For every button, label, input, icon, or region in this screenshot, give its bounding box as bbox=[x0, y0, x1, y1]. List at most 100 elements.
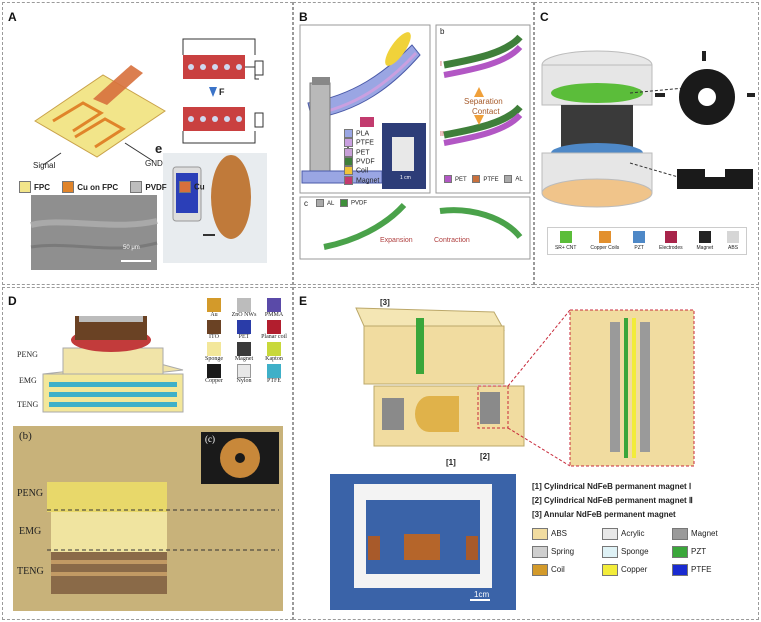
legend-label: PET bbox=[455, 176, 467, 183]
legend-label: PTFE bbox=[266, 378, 281, 384]
legend-label: PTFE bbox=[356, 139, 374, 147]
legend-label: ITO bbox=[209, 334, 219, 340]
roman-1-label: I bbox=[440, 61, 442, 68]
legend-item: PZT bbox=[633, 231, 646, 251]
legend-label: Planar coil bbox=[261, 334, 287, 340]
legend-swatch bbox=[207, 298, 221, 312]
legend-item: Coil bbox=[532, 564, 602, 576]
sub-b-label: (b) bbox=[19, 430, 32, 442]
legend-swatch bbox=[267, 298, 281, 312]
legend-swatch bbox=[237, 298, 251, 312]
sub-e-label: e bbox=[155, 141, 163, 156]
legend-label: Au bbox=[210, 312, 218, 318]
panel-b-illustration bbox=[299, 24, 531, 260]
legend-swatch bbox=[698, 231, 711, 243]
legend-item: Magnet bbox=[672, 528, 742, 540]
legend-item: Nylon bbox=[229, 364, 259, 384]
legend-label: PVDF bbox=[351, 200, 368, 207]
legend-label: PZT bbox=[634, 245, 644, 251]
legend-label: PMMA bbox=[264, 312, 284, 318]
legend-label: Copper bbox=[205, 378, 223, 384]
legend-item: SR+ CNT bbox=[554, 231, 577, 251]
legend-label: AL bbox=[515, 176, 523, 183]
note-3: [3] Annular NdFeB permanent magnet bbox=[532, 510, 676, 519]
sub-b-label: b bbox=[440, 27, 445, 36]
legend-swatch bbox=[598, 231, 611, 243]
legend-swatch bbox=[444, 175, 452, 183]
legend-item: Copper bbox=[199, 364, 229, 384]
legend-swatch bbox=[344, 157, 353, 167]
legend-swatch bbox=[532, 564, 548, 576]
panel-d-legend: Au ZnO NWs PMMA ITO PET Planar coil Spon… bbox=[199, 298, 291, 384]
note-1: [1] Cylindrical NdFeB permanent magnet Ⅰ bbox=[532, 482, 692, 491]
legend-item: PTFE bbox=[259, 364, 289, 384]
legend-label: Magnet bbox=[234, 356, 254, 362]
legend-item: Au bbox=[199, 298, 229, 318]
legend-item: ABS bbox=[727, 231, 740, 251]
panel-b-label: B bbox=[299, 10, 308, 24]
legend-swatch bbox=[237, 342, 251, 356]
panel-a-sensor-illustration bbox=[30, 38, 267, 270]
callout-2: [2] bbox=[480, 452, 490, 461]
legend-label: Cu on FPC bbox=[77, 182, 119, 192]
legend-swatch bbox=[633, 231, 646, 243]
legend-swatch bbox=[532, 528, 548, 540]
sub-c-label: (c) bbox=[205, 434, 215, 444]
legend-swatch bbox=[532, 546, 548, 558]
panel-d-illustration bbox=[13, 316, 283, 611]
panel-b: B PLA PTFE PET PVDF Coil Magnet 1 cm b bbox=[293, 2, 534, 285]
legend-label: PTFE bbox=[483, 176, 499, 183]
legend-label: Sponge bbox=[205, 356, 223, 362]
legend-label: Magnet bbox=[356, 177, 380, 185]
legend-label: Copper bbox=[621, 565, 648, 575]
photo-label-peng: PENG bbox=[17, 488, 44, 499]
legend-swatch bbox=[344, 166, 353, 176]
legend-label: PVDF bbox=[145, 182, 167, 192]
legend-label: Kapton bbox=[265, 356, 283, 362]
legend-swatch bbox=[727, 231, 740, 243]
legend-label: PZT bbox=[691, 547, 707, 557]
legend-label: Magnet bbox=[696, 245, 714, 251]
legend-label: AL bbox=[327, 200, 335, 207]
legend-swatch bbox=[672, 528, 688, 540]
panel-b-legend: PLA PTFE PET PVDF Coil Magnet bbox=[344, 129, 379, 185]
legend-swatch bbox=[472, 175, 481, 183]
legend-item: PET bbox=[229, 320, 259, 340]
legend-item: ZnO NWs bbox=[229, 298, 259, 318]
panel-a-legend: FPC Cu on FPC PVDF Cu bbox=[19, 181, 205, 193]
panel-c-legend: SR+ CNT Copper Coils PZT Electrodes Magn… bbox=[547, 227, 747, 255]
legend-label: Coil bbox=[551, 565, 565, 575]
legend-item: Spring bbox=[532, 546, 602, 558]
layer-label-emg: EMG bbox=[19, 376, 37, 385]
legend-swatch bbox=[559, 231, 572, 243]
legend-item: ITO bbox=[199, 320, 229, 340]
legend-item: Sponge bbox=[602, 546, 672, 558]
legend-item: Sponge bbox=[199, 342, 229, 362]
legend-label: SR+ CNT bbox=[554, 245, 577, 251]
legend-label: Coil bbox=[356, 167, 369, 175]
legend-swatch bbox=[178, 181, 191, 193]
force-label: F bbox=[219, 87, 225, 97]
legend-label: Nylon bbox=[236, 378, 252, 384]
legend-item: ABS bbox=[532, 528, 602, 540]
legend-label: Magnet bbox=[691, 529, 718, 539]
legend-swatch bbox=[237, 364, 251, 378]
legend-label: PET bbox=[356, 149, 370, 157]
legend-swatch bbox=[267, 320, 281, 334]
legend-item: Electrodes bbox=[659, 231, 683, 251]
legend-swatch bbox=[340, 199, 349, 207]
legend-swatch bbox=[316, 199, 324, 207]
legend-swatch bbox=[19, 181, 31, 193]
legend-swatch bbox=[504, 175, 513, 183]
legend-swatch bbox=[267, 364, 281, 378]
contact-label: Contact bbox=[472, 107, 500, 116]
legend-swatch bbox=[672, 546, 688, 558]
legend-label: Sponge bbox=[621, 547, 649, 557]
legend-label: PTFE bbox=[691, 565, 712, 575]
legend-swatch bbox=[672, 564, 688, 576]
legend-item: Acrylic bbox=[602, 528, 672, 540]
sem-scale-bar: 50 μm bbox=[123, 245, 140, 251]
panel-b-bottom-legend: PET PTFE AL bbox=[444, 175, 523, 183]
panel-d: D PENG EMG TENG Au ZnO NWs PMMA ITO PET … bbox=[2, 287, 293, 620]
roman-2-label: II bbox=[440, 131, 444, 138]
